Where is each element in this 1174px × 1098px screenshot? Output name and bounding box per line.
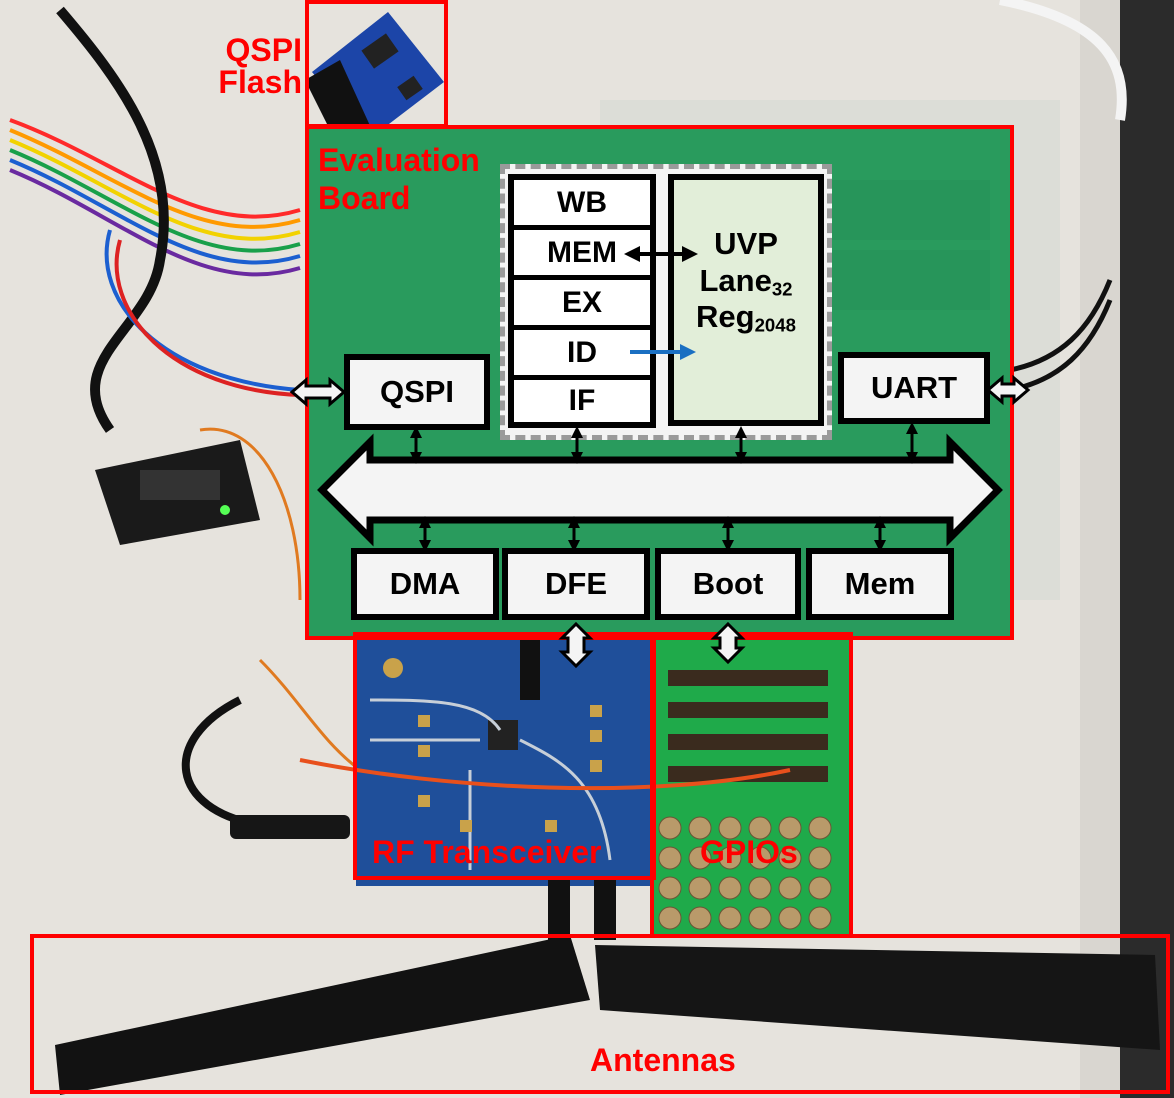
stage-wb: WB [514,180,650,230]
sma-connector [658,816,682,840]
stage-id: ID [514,330,650,380]
sma-connector [748,876,772,900]
sma-connector [688,876,712,900]
sma-connector [688,846,712,870]
sma-connector [778,876,802,900]
antenna-left [55,935,590,1095]
antenna-right [595,945,1160,1050]
uvp-lanes: Lane32 [699,262,793,300]
evaluation-board-label: Evaluation Board [318,144,480,214]
stage-if: IF [514,380,650,422]
qspi-flash-label: QSPI Flash [218,34,302,98]
sma-connector [778,906,802,930]
boot-gpio-link [710,621,746,665]
sma-connector [808,906,832,930]
evaluation-board-label-line1: Evaluation [318,142,480,178]
boot-block: Boot [655,548,801,620]
qspi-external-link [289,376,347,408]
stage-mem: MEM [514,230,650,280]
sma-connector [748,846,772,870]
sma-connector [718,906,742,930]
sma-connector [688,906,712,930]
rf-transceiver-label: RF Transceiver [372,834,602,870]
uart-external-link [985,374,1031,406]
qspi-flash-label-line1: QSPI [225,32,302,68]
sma-connector [808,816,832,840]
sma-connector [808,876,832,900]
uvp-lane-count: 32 [771,278,793,300]
sma-connector [718,846,742,870]
sma-connector [658,846,682,870]
mcu-board [95,440,260,545]
uvp-title: UVP [714,226,778,261]
antennas-region [30,934,1170,1094]
uart-controller-block: UART [838,352,990,424]
sma-connector [688,816,712,840]
sma-connector [778,846,802,870]
pipeline-stack: WB MEM EX ID IF [508,174,656,428]
uvp-reg-count: 2048 [754,314,796,336]
uvp-block: UVP Lane32 Reg2048 [668,174,824,426]
cable-bundle [9,6,361,829]
power-jack [230,815,350,839]
gpios-label: GPIOs [700,834,798,870]
sma-connector [748,816,772,840]
antennas-label: Antennas [590,1042,736,1078]
qspi-controller-block: QSPI [344,354,490,430]
sma-connector [718,816,742,840]
sma-connector [658,876,682,900]
dfe-rf-link [558,621,594,669]
qspi-flash-module [305,12,444,140]
gpio-sma-connectors [658,816,832,930]
sma-connector [778,816,802,840]
bus-interconnect-arrow [317,433,1003,547]
sma-connector [718,876,742,900]
jumper-wire [299,758,791,791]
stage-ex: EX [514,280,650,330]
qspi-flash-label-line2: Flash [218,64,302,100]
rf-board-details [369,640,612,870]
uvp-registers: Reg2048 [696,299,796,336]
sma-connector [658,906,682,930]
rf-transceiver-region [353,632,656,880]
evaluation-board-label-line2: Board [318,180,411,216]
sma-connector [748,906,772,930]
sma-connector [808,846,832,870]
